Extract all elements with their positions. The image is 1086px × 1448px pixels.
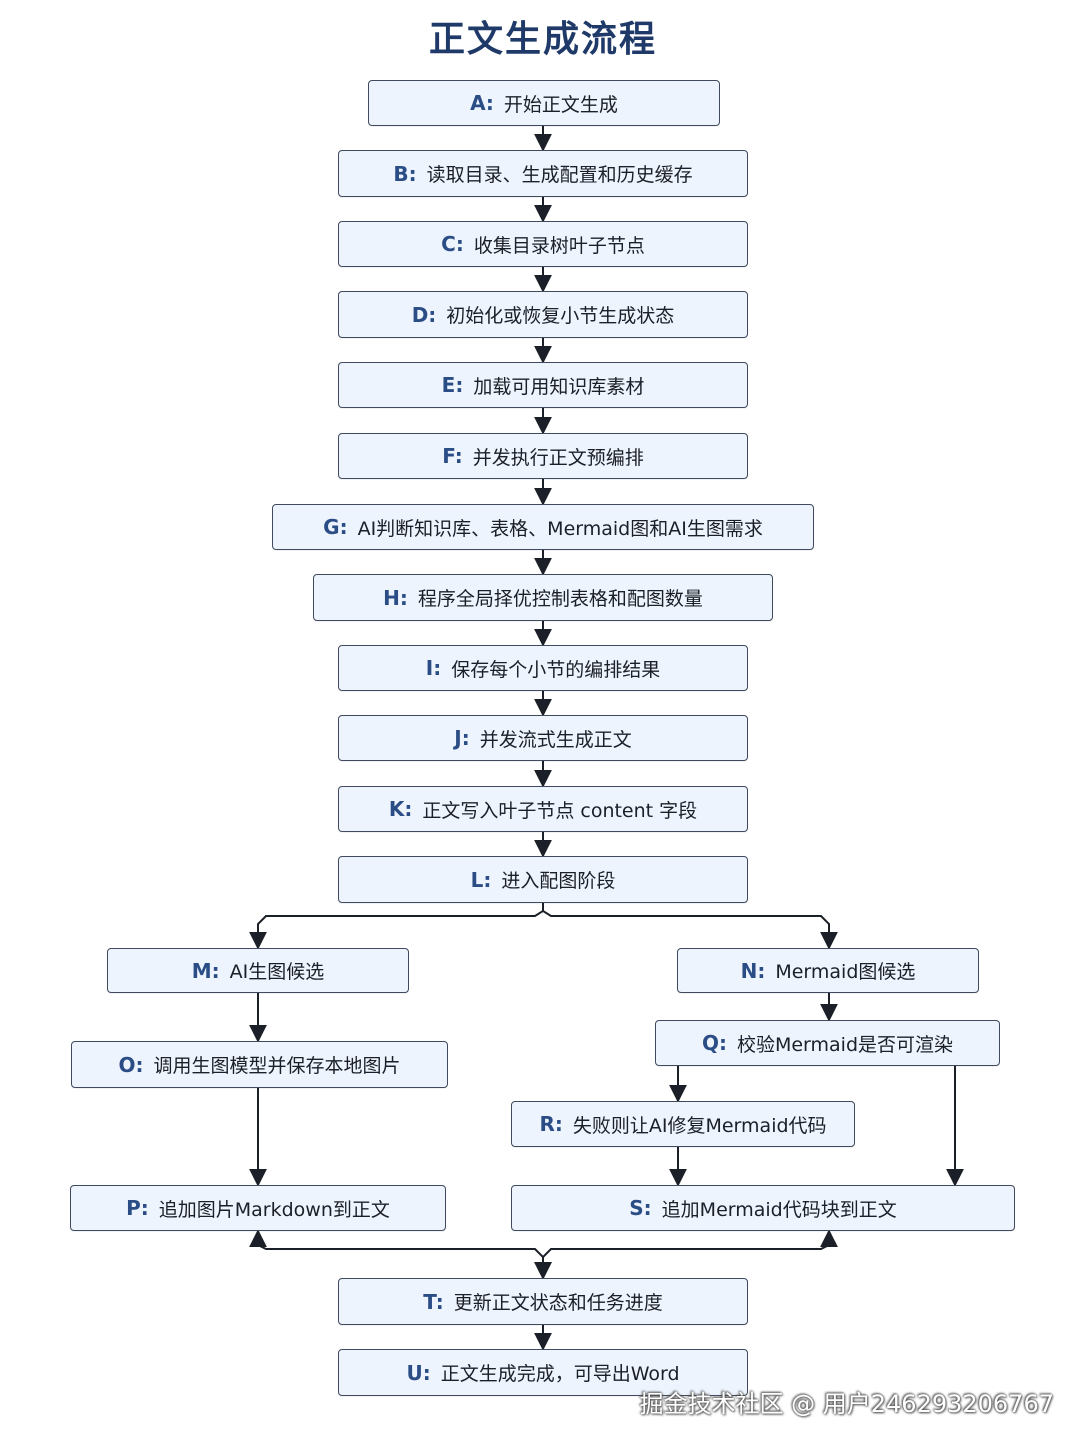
node-key: E: bbox=[441, 373, 464, 397]
node-label: 更新正文状态和任务进度 bbox=[453, 1292, 663, 1314]
node-label: 开始正文生成 bbox=[503, 93, 618, 116]
node-key: G: bbox=[323, 515, 348, 539]
node-label: 读取目录、生成配置和历史缓存 bbox=[426, 164, 693, 186]
node-label: 并发流式生成正文 bbox=[479, 728, 632, 751]
flow-node-l: L: 进入配图阶段 bbox=[338, 856, 748, 903]
node-label: 正文写入叶子节点 content 字段 bbox=[422, 799, 698, 822]
node-label: 并发执行正文预编排 bbox=[472, 446, 644, 469]
flow-node-m: M: AI生图候选 bbox=[107, 948, 409, 993]
node-key: Q: bbox=[701, 1031, 727, 1055]
node-key: H: bbox=[383, 585, 408, 610]
flow-node-p: P: 追加图片Markdown到正文 bbox=[70, 1185, 446, 1231]
node-label: 收集目录树叶子节点 bbox=[473, 234, 645, 257]
node-label: AI生图候选 bbox=[229, 961, 325, 983]
node-key: S: bbox=[629, 1196, 652, 1220]
node-label: AI判断知识库、表格、Mermaid图和AI生图需求 bbox=[357, 517, 763, 540]
node-label: 失败则让AI修复Mermaid代码 bbox=[572, 1114, 827, 1137]
node-label: 正文生成完成，可导出Word bbox=[440, 1363, 680, 1385]
flow-node-c: C: 收集目录树叶子节点 bbox=[338, 221, 748, 267]
flow-node-q: Q: 校验Mermaid是否可渲染 bbox=[655, 1020, 1000, 1066]
flow-node-h: H: 程序全局择优控制表格和配图数量 bbox=[313, 574, 773, 621]
node-label: 初始化或恢复小节生成状态 bbox=[446, 305, 675, 327]
node-key: R: bbox=[539, 1112, 563, 1136]
node-key: K: bbox=[388, 797, 413, 821]
flow-node-b: B: 读取目录、生成配置和历史缓存 bbox=[338, 150, 748, 197]
watermark: 掘金技术社区 @ 用户2462932067​67 bbox=[639, 1390, 1055, 1418]
node-label: 保存每个小节的编排结果 bbox=[451, 658, 661, 681]
node-key: B: bbox=[393, 161, 417, 186]
flow-node-t: T: 更新正文状态和任务进度 bbox=[338, 1278, 748, 1325]
node-key: L: bbox=[470, 867, 492, 892]
flow-node-o: O: 调用生图模型并保存本地图片 bbox=[71, 1041, 448, 1088]
node-key: P: bbox=[126, 1196, 149, 1220]
node-key: F: bbox=[442, 444, 463, 468]
node-key: J: bbox=[454, 726, 470, 750]
flow-node-j: J: 并发流式生成正文 bbox=[338, 715, 748, 761]
flow-node-s: S: 追加Mermaid代码块到正文 bbox=[511, 1185, 1015, 1231]
node-label: 追加Mermaid代码块到正文 bbox=[661, 1198, 897, 1221]
node-label: 进入配图阶段 bbox=[501, 870, 616, 892]
diagram-title: 正文生成流程 bbox=[428, 19, 657, 60]
node-label: 程序全局择优控制表格和配图数量 bbox=[417, 588, 703, 610]
node-key: T: bbox=[423, 1289, 444, 1314]
flow-node-u: U: 正文生成完成，可导出Word bbox=[338, 1349, 748, 1396]
node-key: O: bbox=[118, 1052, 144, 1077]
flow-node-k: K: 正文写入叶子节点 content 字段 bbox=[338, 786, 748, 832]
edge-l-to-n bbox=[542, 903, 838, 950]
node-key: C: bbox=[441, 232, 464, 256]
flow-node-f: F: 并发执行正文预编排 bbox=[338, 433, 748, 479]
flow-node-g: G: AI判断知识库、表格、Mermaid图和AI生图需求 bbox=[272, 504, 814, 550]
node-label: 加载可用知识库素材 bbox=[473, 375, 645, 398]
node-key: N: bbox=[740, 958, 766, 983]
flow-node-r: R: 失败则让AI修复Mermaid代码 bbox=[511, 1101, 855, 1147]
node-key: U: bbox=[406, 1360, 431, 1385]
node-key: D: bbox=[411, 302, 437, 327]
node-label: 追加图片Markdown到正文 bbox=[158, 1198, 390, 1221]
node-label: 校验Mermaid是否可渲染 bbox=[736, 1033, 954, 1056]
flow-node-n: N: Mermaid图候选 bbox=[677, 948, 979, 993]
node-label: 调用生图模型并保存本地图片 bbox=[153, 1055, 401, 1077]
node-label: Mermaid图候选 bbox=[775, 961, 916, 983]
node-key: A: bbox=[470, 91, 494, 115]
node-key: M: bbox=[191, 958, 220, 983]
edge-p-to-t bbox=[257, 1231, 552, 1280]
flow-node-a: A: 开始正文生成 bbox=[368, 80, 720, 126]
edge-l-to-m bbox=[249, 903, 544, 950]
flow-node-i: I: 保存每个小节的编排结果 bbox=[338, 645, 748, 691]
flow-node-d: D: 初始化或恢复小节生成状态 bbox=[338, 291, 748, 338]
edge-s-to-t bbox=[534, 1231, 830, 1280]
node-key: I: bbox=[425, 656, 442, 680]
flow-node-e: E: 加载可用知识库素材 bbox=[338, 362, 748, 408]
